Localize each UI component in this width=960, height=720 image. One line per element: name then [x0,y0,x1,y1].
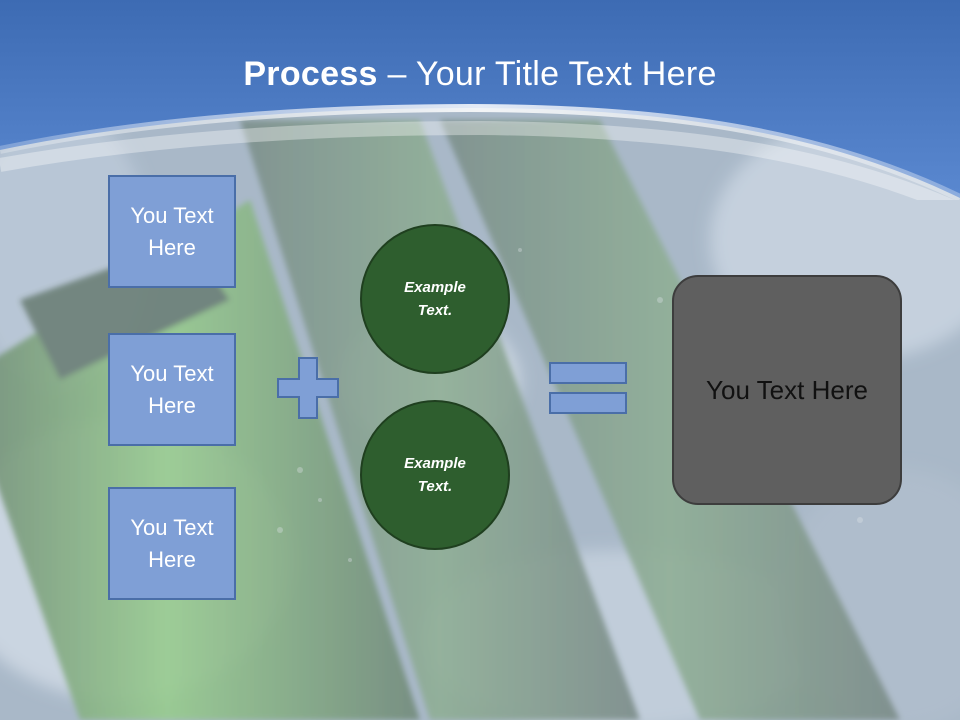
title-text: Your Title Text Here [415,55,717,93]
text-box-2[interactable]: You Text Here [108,333,236,446]
title-separator: – [377,55,416,93]
equals-icon [549,362,627,414]
plus-icon [277,357,339,419]
result-label: You Text Here [706,375,868,405]
slide-title: Process – Your Title Text Here [0,52,960,96]
circle-label: Example Text. [404,279,466,319]
title-bold: Process [243,55,378,93]
text-box-label: You Text Here [130,514,214,572]
text-box-label: You Text Here [130,360,214,418]
example-circle-1[interactable]: Example Text. [360,224,510,374]
circle-label: Example Text. [404,455,466,495]
example-circle-2[interactable]: Example Text. [360,400,510,550]
title-header [0,0,960,200]
text-box-label: You Text Here [130,202,214,260]
result-box[interactable]: You Text Here [672,275,902,505]
text-box-1[interactable]: You Text Here [108,175,236,288]
text-box-3[interactable]: You Text Here [108,487,236,600]
